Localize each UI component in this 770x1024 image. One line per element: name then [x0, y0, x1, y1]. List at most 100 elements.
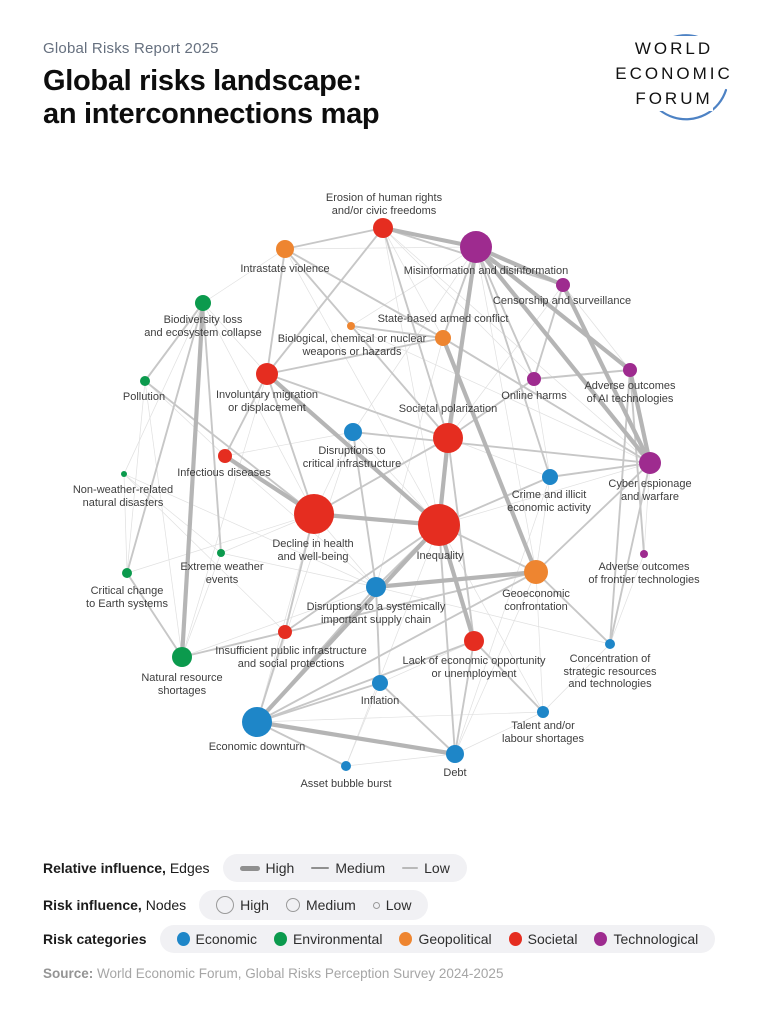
edge-erosion-intrastate: [284, 227, 384, 250]
edge-misinfo-geoeconomic: [475, 246, 537, 573]
wef-logo: WORLD ECONOMIC FORUM: [598, 30, 750, 140]
legend-node-high-label: High: [240, 897, 269, 913]
node-swatch-medium-icon: [285, 898, 300, 912]
edge-asset-bubble-inequality: [345, 524, 440, 767]
edge-concentration-frontier-tech: [609, 553, 645, 645]
edge-biodiversity-resources: [179, 302, 206, 658]
node-asset-bubble[interactable]: [341, 761, 351, 771]
edge-misinfo-armed-conflict: [442, 246, 477, 339]
edge-migration-infectious: [224, 373, 268, 457]
edge-erosion-cyber: [382, 227, 651, 464]
edge-erosion-inequality: [382, 227, 440, 526]
legend-node-high: High: [216, 896, 269, 914]
node-infrastructure[interactable]: [278, 625, 292, 639]
page-title: Global risks landscape: an interconnecti…: [43, 65, 380, 130]
node-talent[interactable]: [537, 706, 549, 718]
edge-inequality-debt: [438, 524, 456, 755]
edge-debt-opportunity: [454, 640, 475, 755]
node-opportunity[interactable]: [464, 631, 484, 651]
edge-misinfo-polarization: [445, 246, 479, 439]
node-nat-disasters[interactable]: [121, 471, 127, 477]
edge-geoeconomic-downturn: [256, 571, 537, 723]
category-dot-technological-icon: [594, 932, 608, 946]
node-ai-tech[interactable]: [623, 363, 637, 377]
source-text: World Economic Forum, Global Risks Perce…: [93, 966, 504, 981]
edge-intrastate-polarization: [284, 248, 449, 439]
node-bio-weapons[interactable]: [347, 322, 355, 330]
edge-inequality-intrastate: [284, 248, 440, 526]
logo-line-forum: FORUM: [635, 86, 713, 111]
legend-node-medium-label: Medium: [305, 897, 356, 913]
edge-armed-conflict-migration: [266, 337, 444, 375]
node-extreme-weather[interactable]: [217, 549, 225, 557]
node-pollution[interactable]: [140, 376, 150, 386]
edge-erosion-polarization: [382, 227, 449, 439]
legend-edges-title-rest: Edges: [169, 860, 210, 876]
node-frontier-tech[interactable]: [640, 550, 648, 558]
edge-infrastructure-inequality: [284, 524, 440, 633]
edge-critical-infra-inequality: [352, 431, 440, 526]
legend-nodes-title-rest: Nodes: [145, 897, 187, 913]
legend-edge-high-label: High: [265, 860, 295, 876]
edge-biodiversity-intrastate: [202, 248, 286, 304]
node-online-harms[interactable]: [527, 372, 541, 386]
edge-crime-debt: [454, 476, 551, 755]
legend-node-low-label: Low: [385, 897, 412, 913]
node-crime[interactable]: [542, 469, 558, 485]
edge-talent-downturn: [256, 711, 544, 723]
legend-categories-title-bold: Risk categories: [43, 931, 147, 947]
edge-infrastructure-downturn: [256, 631, 286, 723]
edge-censorship-cyber: [561, 284, 652, 464]
edge-health-infrastructure: [284, 513, 315, 633]
node-censorship[interactable]: [556, 278, 570, 292]
node-cyber[interactable]: [639, 452, 661, 474]
edge-misinfo-ai-tech: [474, 245, 632, 372]
node-downturn[interactable]: [242, 707, 272, 737]
node-earth-systems[interactable]: [122, 568, 132, 578]
edge-censorship-online-harms: [533, 284, 564, 380]
node-inflation[interactable]: [372, 675, 388, 691]
legend-category-economic-label: Economic: [195, 931, 257, 947]
node-debt[interactable]: [446, 745, 464, 763]
edge-pollution-earth-systems: [126, 380, 146, 574]
node-polarization[interactable]: [433, 423, 463, 453]
edge-critical-infra-misinfo: [352, 246, 477, 433]
node-infectious[interactable]: [218, 449, 232, 463]
edge-cyber-geoeconomic: [535, 462, 651, 573]
edge-intrastate-armed-conflict: [284, 248, 444, 339]
edge-biodiversity-earth-systems: [126, 302, 204, 574]
node-geoeconomic[interactable]: [524, 560, 548, 584]
edge-swatch-low-icon: [402, 867, 419, 869]
node-erosion[interactable]: [373, 218, 393, 238]
edge-online-harms-ai-tech: [533, 369, 631, 380]
edge-infectious-critical-infra: [224, 431, 354, 457]
node-intrastate[interactable]: [276, 240, 294, 258]
edge-asset-bubble-debt: [345, 753, 456, 767]
legend-edges-title-bold: Relative influence,: [43, 860, 166, 876]
edge-erosion-armed-conflict: [382, 227, 444, 339]
edge-debt-inflation: [379, 682, 456, 755]
node-inequality[interactable]: [418, 504, 460, 546]
edge-biodiversity-health: [202, 302, 315, 515]
legend-node-medium: Medium: [285, 897, 356, 913]
edge-supply-chain-inflation: [375, 586, 381, 684]
node-concentration[interactable]: [605, 639, 615, 649]
node-biodiversity[interactable]: [195, 295, 211, 311]
edge-biodiversity-migration: [202, 302, 268, 375]
category-dot-societal-icon: [508, 932, 522, 946]
node-misinfo[interactable]: [460, 231, 492, 263]
node-armed-conflict[interactable]: [435, 330, 451, 346]
node-supply-chain[interactable]: [366, 577, 386, 597]
node-critical-infra[interactable]: [344, 423, 362, 441]
node-migration[interactable]: [256, 363, 278, 385]
edge-opportunity-polarization: [447, 437, 475, 642]
node-resources[interactable]: [172, 647, 192, 667]
edge-concentration-supply-chain: [375, 586, 611, 645]
edge-biodiversity-nat-disasters: [123, 302, 204, 475]
edge-talent-debt: [454, 711, 544, 755]
node-health[interactable]: [294, 494, 334, 534]
